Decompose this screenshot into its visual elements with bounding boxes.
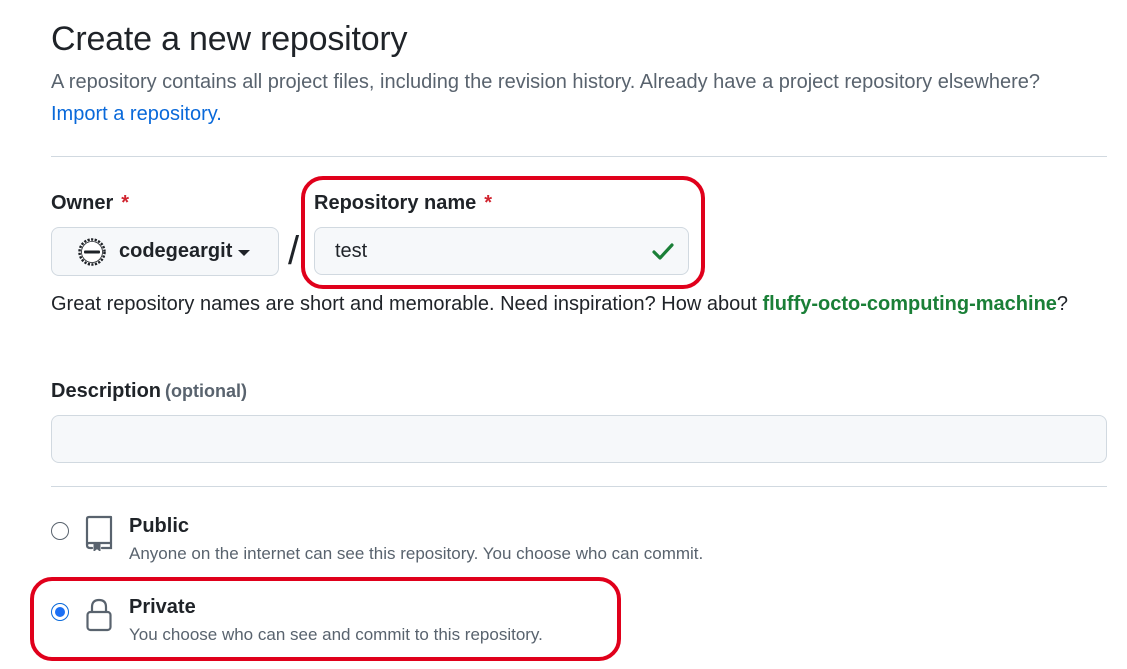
codegear-avatar-icon bbox=[77, 237, 107, 267]
check-icon bbox=[650, 238, 676, 264]
repo-name-hint: Great repository names are short and mem… bbox=[51, 288, 1091, 320]
divider-bottom bbox=[51, 486, 1107, 487]
private-radio[interactable] bbox=[51, 603, 69, 621]
private-option-title: Private bbox=[129, 596, 196, 618]
suggested-repo-name[interactable]: fluffy-octo-computing-machine bbox=[762, 293, 1057, 315]
hint-suffix: ? bbox=[1056, 293, 1069, 315]
repo-icon bbox=[84, 515, 114, 551]
description-label-text: Description bbox=[51, 380, 162, 402]
private-option-highlight bbox=[30, 577, 621, 661]
public-option-title: Public bbox=[129, 515, 190, 537]
repo-name-input[interactable]: test bbox=[314, 227, 689, 275]
divider-top bbox=[51, 156, 1107, 157]
page-subtitle: A repository contains all project files,… bbox=[51, 66, 1071, 130]
repo-name-label-text: Repository name bbox=[314, 192, 477, 214]
private-option-description: You choose who can see and commit to thi… bbox=[129, 625, 543, 644]
lock-icon bbox=[84, 597, 114, 633]
description-optional-label: (optional) bbox=[165, 381, 248, 401]
owner-required-mark: * bbox=[121, 192, 130, 214]
owner-repo-separator: / bbox=[288, 229, 300, 273]
repo-name-label: Repository name * bbox=[314, 190, 492, 216]
subtitle-text: A repository contains all project files,… bbox=[51, 71, 1041, 93]
repo-name-value: test bbox=[335, 239, 368, 262]
public-radio[interactable] bbox=[51, 522, 69, 540]
repo-name-required-mark: * bbox=[484, 192, 493, 214]
chevron-down-icon bbox=[238, 249, 251, 256]
owner-label: Owner * bbox=[51, 190, 129, 216]
owner-select-button[interactable]: codegeargit bbox=[51, 227, 279, 276]
import-repository-link[interactable]: Import a repository. bbox=[51, 103, 222, 125]
owner-name: codegeargit bbox=[119, 240, 233, 262]
public-option-description: Anyone on the internet can see this repo… bbox=[129, 544, 704, 563]
description-input[interactable] bbox=[51, 415, 1107, 463]
owner-label-text: Owner bbox=[51, 192, 114, 214]
hint-text: Great repository names are short and mem… bbox=[51, 293, 757, 315]
description-label: Description(optional) bbox=[51, 378, 247, 404]
page-title: Create a new repository bbox=[51, 20, 408, 58]
